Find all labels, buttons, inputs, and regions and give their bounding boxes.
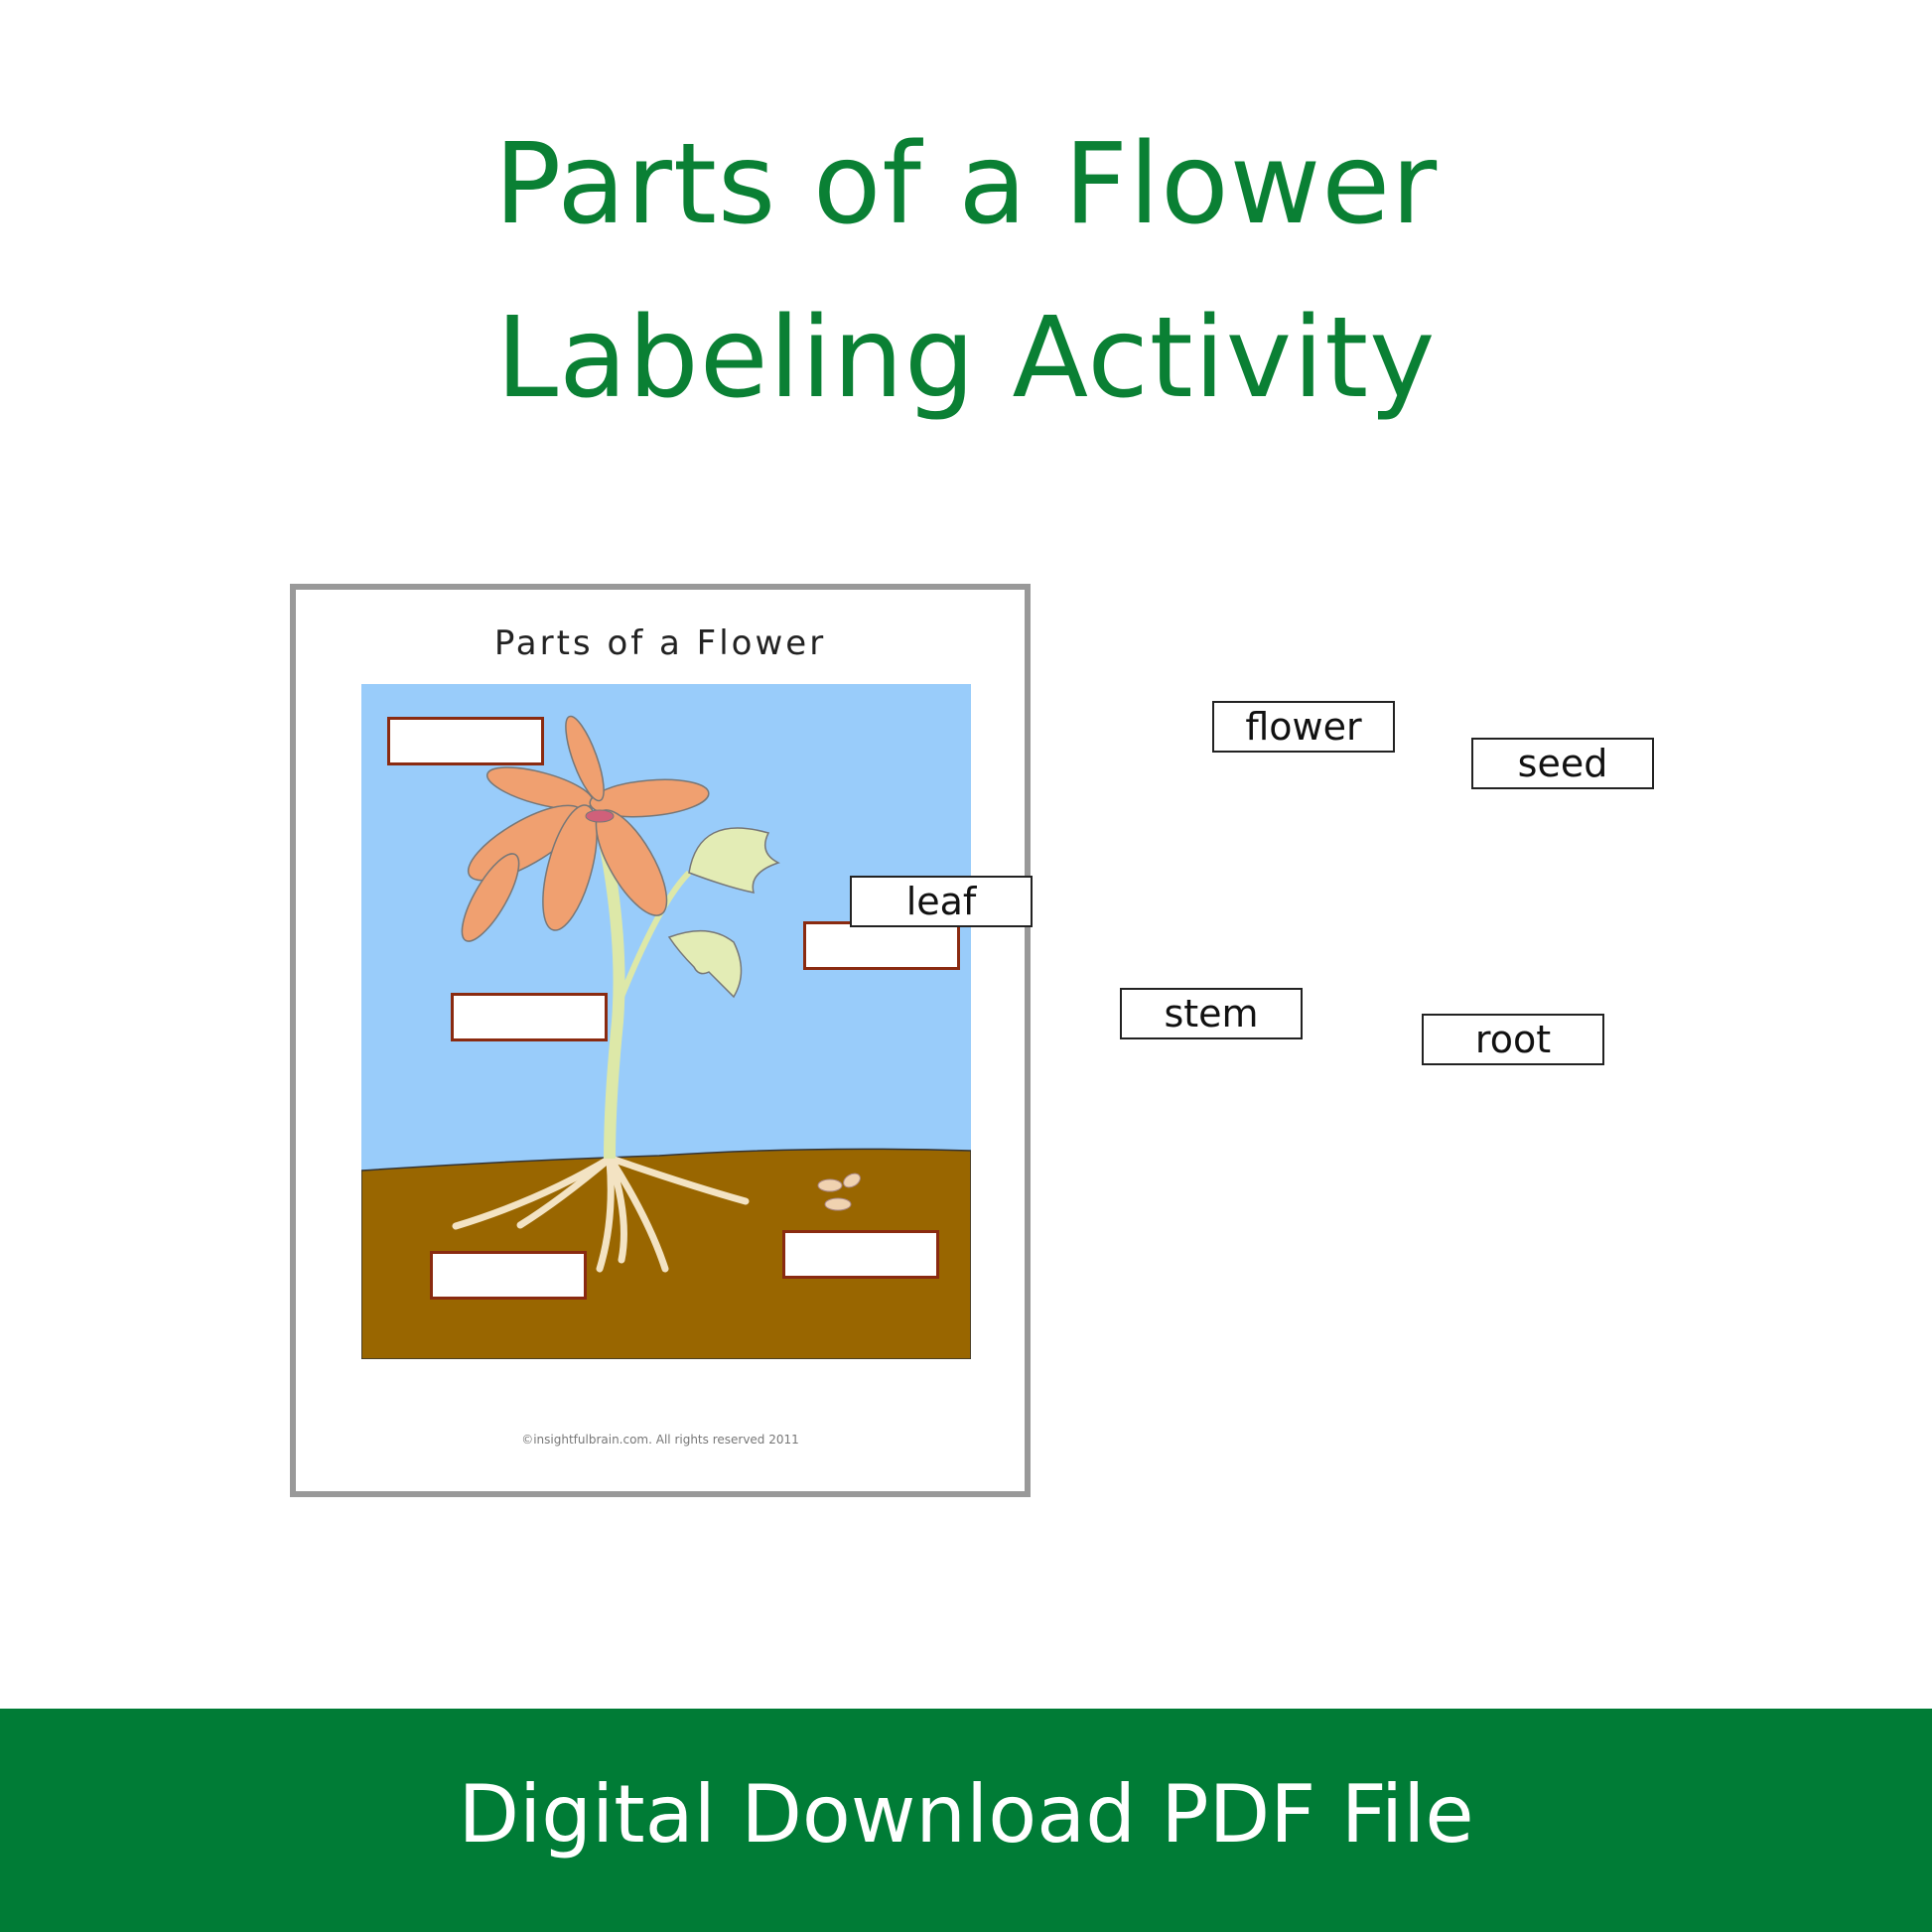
word-card-stem[interactable]: stem — [1120, 988, 1303, 1039]
plant-illustration — [361, 684, 971, 1359]
leaf-lower — [667, 929, 743, 999]
title-line-2: Labeling Activity — [495, 294, 1437, 423]
footer-banner — [0, 1709, 1932, 1932]
label-blank[interactable] — [803, 921, 960, 970]
roots — [452, 1155, 750, 1273]
leaf-upper — [688, 827, 780, 894]
stem — [594, 816, 625, 1160]
flower-center — [585, 809, 615, 823]
title-line-1: Parts of a Flower — [493, 120, 1439, 249]
footer-text: Digital Download PDF File — [458, 1768, 1474, 1861]
label-blank[interactable] — [451, 993, 608, 1041]
word-card-flower[interactable]: flower — [1212, 701, 1395, 753]
worksheet-title: Parts of a Flower — [493, 623, 827, 663]
flower-petals — [461, 715, 710, 942]
label-blank[interactable] — [782, 1230, 939, 1279]
word-card-seed[interactable]: seed — [1471, 738, 1654, 789]
seeds — [817, 1173, 861, 1211]
copyright-text: ©insightfulbrain.com. All rights reserve… — [521, 1433, 799, 1447]
label-blank[interactable] — [387, 717, 544, 765]
word-card-root[interactable]: root — [1422, 1014, 1604, 1065]
word-card-leaf[interactable]: leaf — [850, 876, 1033, 927]
label-blank[interactable] — [430, 1251, 587, 1300]
